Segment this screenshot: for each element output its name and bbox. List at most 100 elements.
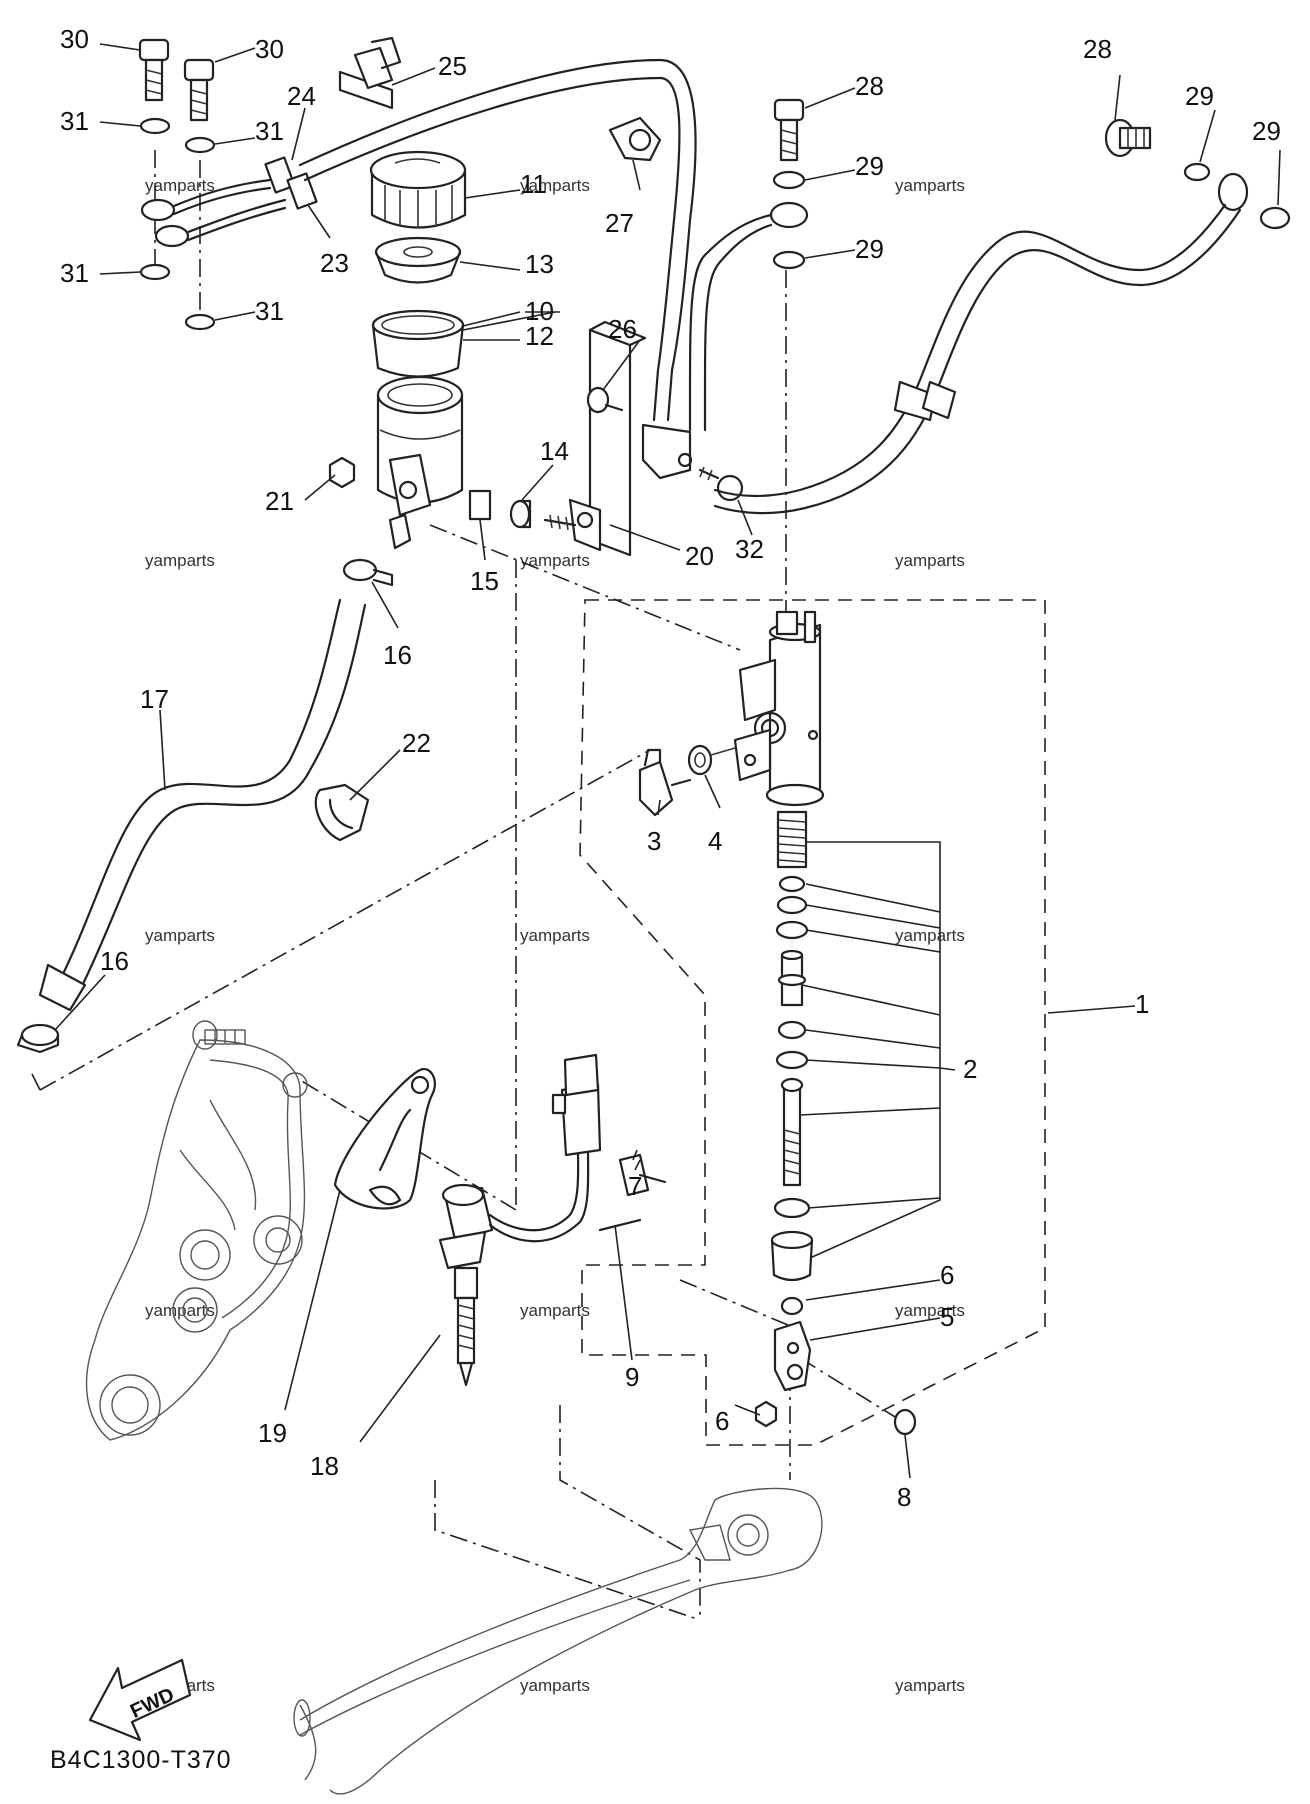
banjo-fitting	[688, 201, 809, 432]
watermarks: yamparts yamparts yamparts yamparts yamp…	[145, 176, 965, 1695]
push-rod	[780, 1077, 804, 1187]
label-29d: 29	[1252, 116, 1281, 146]
label-29c: 29	[1185, 81, 1214, 111]
label-16: 16	[383, 640, 412, 670]
label-24: 24	[287, 81, 316, 111]
clevis-5	[773, 1320, 812, 1392]
label-23: 23	[320, 248, 349, 278]
diaphragm-12	[371, 309, 465, 378]
hose-clip-22	[314, 783, 370, 842]
label-1: 1	[1135, 989, 1149, 1019]
washer-29d	[1259, 206, 1291, 230]
o-ring-4	[687, 744, 736, 776]
watermark: yamparts	[520, 1301, 590, 1320]
hose-joint-3	[638, 748, 692, 817]
watermark: yamparts	[895, 176, 965, 195]
label-13: 13	[525, 249, 554, 279]
watermark: yamparts	[145, 176, 215, 195]
master-cylinder-body	[733, 610, 825, 807]
label-5: 5	[940, 1302, 954, 1332]
washer-29a	[772, 170, 806, 190]
label-20: 20	[685, 541, 714, 571]
label-31: 31	[60, 106, 89, 136]
screw-20	[543, 514, 577, 531]
reservoir-hose-17-inner	[78, 603, 367, 992]
nut-6-upper	[780, 1296, 804, 1316]
nut-21	[328, 456, 356, 489]
label-22: 22	[402, 728, 431, 758]
circlip	[773, 1197, 811, 1219]
pin-7	[618, 1153, 667, 1197]
label-9: 9	[625, 1362, 639, 1392]
cup-secondary	[777, 1020, 807, 1040]
hose-clamp-27	[608, 116, 662, 162]
leader-lines	[54, 43, 1281, 1479]
label-29: 29	[855, 151, 884, 181]
washer-8	[893, 1408, 917, 1436]
bolt-30a	[138, 38, 170, 102]
label-15: 15	[470, 566, 499, 596]
label-27: 27	[605, 208, 634, 238]
brake-hose	[298, 58, 697, 422]
alignment-lines	[29, 150, 901, 1621]
label-3: 3	[647, 826, 661, 856]
assembly-outline	[579, 599, 1046, 1446]
label-28: 28	[855, 71, 884, 101]
label-18: 18	[310, 1451, 339, 1481]
watermark: yamparts	[895, 551, 965, 570]
watermark: yamparts	[895, 1301, 965, 1320]
rear-brake-hose	[713, 172, 1249, 515]
hose-clip-25	[338, 36, 402, 110]
label-32: 32	[735, 534, 764, 564]
label-17: 17	[140, 684, 169, 714]
brake-hose-inner	[303, 76, 681, 422]
spacer	[775, 1050, 809, 1070]
part-labels: 1 2 3 4 5 6 6 7 8 9 10 11 12 13 14 15 16…	[60, 24, 1281, 1512]
watermark: yamparts	[520, 1676, 590, 1695]
watermark: yamparts	[145, 551, 215, 570]
screw-26	[586, 386, 624, 414]
bolt-30b	[183, 58, 215, 122]
switch-bracket-19	[333, 1067, 436, 1210]
union-bolt-28b	[1104, 118, 1152, 158]
label-7: 7	[628, 1171, 642, 1201]
washer-31b	[184, 136, 216, 154]
watermark: yamparts	[520, 926, 590, 945]
bracket-20	[568, 320, 647, 557]
watermark: yamparts	[145, 1301, 215, 1320]
label-29b: 29	[855, 234, 884, 264]
reservoir-hose-17	[58, 598, 342, 982]
label-8: 8	[897, 1482, 911, 1512]
label-19: 19	[258, 1418, 287, 1448]
label-31c: 31	[60, 258, 89, 288]
watermark: yamparts	[895, 926, 965, 945]
hose-clamp-16-lower	[16, 1023, 60, 1054]
piston	[777, 949, 807, 1007]
label-31b: 31	[255, 116, 284, 146]
washer	[775, 920, 809, 940]
washer-29b	[772, 250, 806, 270]
bolt-ghost	[192, 1020, 246, 1050]
brake-light-switch-18	[438, 1053, 602, 1387]
brake-pedal-ghost	[293, 1487, 823, 1795]
watermark: yamparts	[145, 926, 215, 945]
label-10: 10	[525, 296, 554, 326]
label-30: 30	[60, 24, 89, 54]
label-26: 26	[608, 314, 637, 344]
boot	[770, 1230, 814, 1282]
brake-hose-fitting	[140, 156, 318, 248]
reservoir-cap-11	[369, 150, 467, 229]
label-21: 21	[265, 486, 294, 516]
spring-seat	[778, 875, 806, 893]
label-31d: 31	[255, 296, 284, 326]
fwd-arrow: FWD	[88, 1658, 192, 1742]
hose-clamp-16-upper	[342, 558, 394, 587]
fitting-15	[468, 489, 492, 521]
cup-primary	[776, 895, 808, 915]
hose-end	[38, 963, 87, 1012]
label-4: 4	[708, 826, 722, 856]
label-14: 14	[540, 436, 569, 466]
spring	[776, 810, 808, 869]
washer-31a	[139, 117, 171, 135]
